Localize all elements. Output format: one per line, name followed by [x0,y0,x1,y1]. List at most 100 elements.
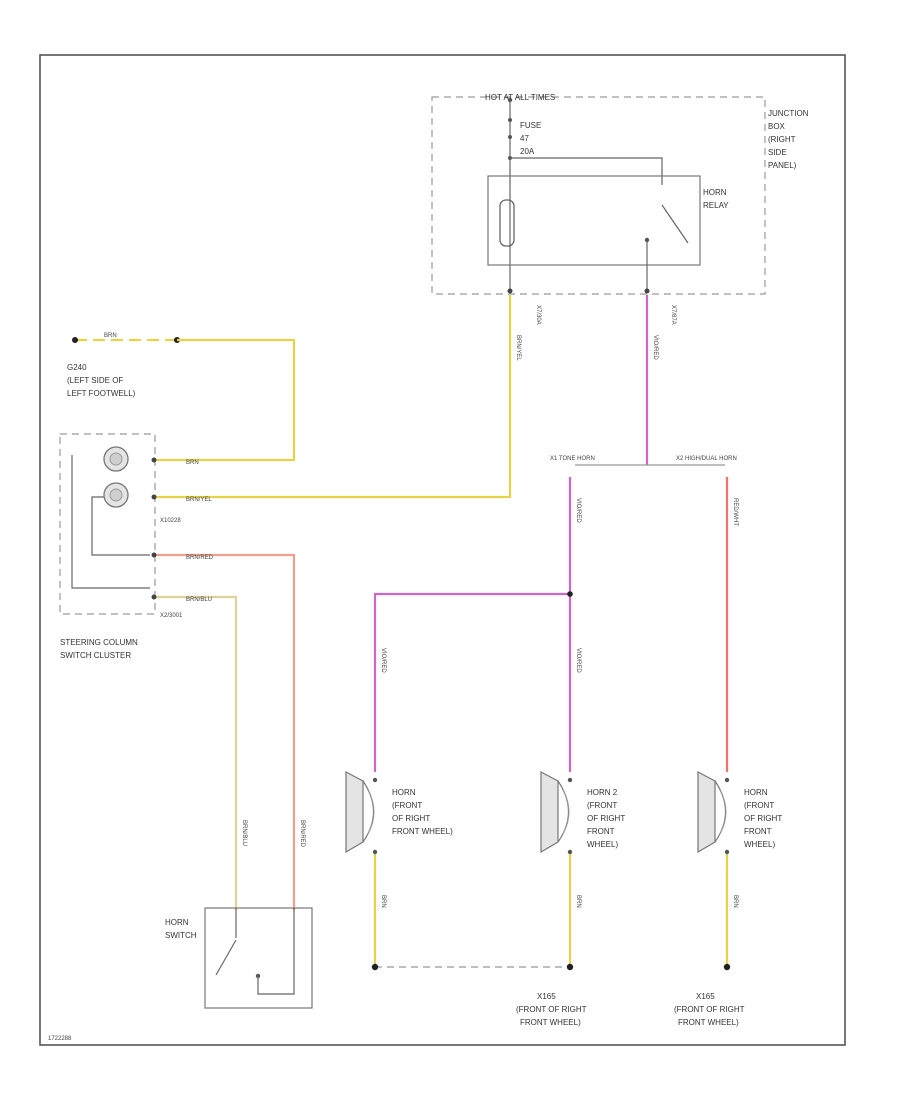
pin-left-label: X7/30A [535,305,541,325]
horn-right-label-4: FRONT [744,827,772,836]
cluster-switch-1-inner [109,452,123,466]
wire-label-vio-mid-top: VIO/RED [575,498,581,523]
horn-switch: HORN SWITCH [165,907,313,1009]
junction-box-label-2: BOX [768,122,786,131]
ground-right-label-2: (FRONT OF RIGHT [674,1005,745,1014]
horn-relay-label-2: RELAY [703,201,729,210]
horn-switch-arm [215,939,237,976]
junction-box-label-4: SIDE [768,148,787,157]
horn-left-label-3: OF RIGHT [392,814,430,823]
ground-mid-label-1: X165 [537,992,556,1001]
junction-box: HOT AT ALL TIMES FUSE 47 20A JUNCTION BO… [431,93,809,325]
cluster-wire-3-label: BRN/RED [186,555,214,561]
horn-switch-lead-right [257,908,295,995]
horn-switch-label-1: HORN [165,918,189,927]
ground-right-label-1: X165 [696,992,715,1001]
horn-relay-box [487,175,701,266]
horn-left: HORN (FRONT OF RIGHT FRONT WHEEL) [345,771,453,855]
cluster-pin-3 [151,552,157,558]
g240-label-3: LEFT FOOTWELL) [67,389,136,398]
horn-middle-label-1: HORN 2 [587,788,618,797]
cluster-wire-2-label: BRN/YEL [186,497,212,503]
ground-mid-label-3: FRONT WHEEL) [520,1018,581,1027]
wire-cluster-to-relay [156,295,512,499]
horn-right-body [714,780,726,843]
pin-right-label: X7/87A [670,305,676,325]
diagram-id: 1722288 [48,1036,72,1042]
junction-box-label-1: JUNCTION [768,109,809,118]
horn-middle-bell [540,771,559,854]
junction-box-label-3: (RIGHT [768,135,796,144]
ground-right-label-3: FRONT WHEEL) [678,1018,739,1027]
wire-cluster-to-horn-switch [156,595,238,910]
junction-box-outline [431,96,766,295]
pin-right-dot [644,288,650,294]
horn-right: HORN (FRONT OF RIGHT FRONT WHEEL) [697,771,782,855]
steering-column-switch-cluster: BRN BRN/YEL BRN/RED BRN/BLU X10228 X2/30… [59,433,214,660]
horn-left-label-4: FRONT WHEEL) [392,827,453,836]
hot-at-label: HOT AT ALL TIMES [485,93,555,102]
wire-label-gnd-c: BRN [732,895,738,908]
g240-label-1: G240 [67,363,87,372]
wire-label-vio-mid-bot: VIO/RED [575,648,581,673]
cluster-pin-2 [151,494,157,500]
cluster-inner-wire [91,496,150,556]
wire-label-sw-left: BRN/BLU [241,820,247,846]
wire-splice-to-left-horn [373,592,570,772]
fuse-label-2: 47 [520,134,529,143]
ground-dot-left [371,963,379,971]
horn-right-inner [719,789,727,835]
horn-middle-label-5: WHEEL) [587,840,618,849]
ground-dot-right [723,963,731,971]
horn-middle-pin-top [567,777,573,783]
cluster-outline [59,433,156,615]
horn-right-bell [697,771,716,854]
wire-label-gnd-a: BRN [380,895,386,908]
horn-left-label-2: (FRONT [392,801,422,810]
horn-left-inner [367,789,375,835]
cluster-label-1: STEERING COLUMN [60,638,138,647]
horn-left-body [362,780,374,843]
fuse-feed-dot-top [507,97,513,103]
pin-left-dot [507,288,513,294]
junction-box-label-5: PANEL) [768,161,797,170]
horn-right-label-2: (FRONT [744,801,774,810]
cluster-pin-1 [151,457,157,463]
wire-label-sw-right: BRN/RED [299,820,305,848]
fuse-dot-1 [508,118,512,122]
g240-wire-label: BRN [104,333,117,339]
horn-right-pin-top [724,777,730,783]
relay-feed-wire [510,157,663,185]
horn-right-label-3: OF RIGHT [744,814,782,823]
horn-switch-box [204,907,313,1009]
horn-left-pin-bot [372,849,378,855]
cluster-label-2: SWITCH CLUSTER [60,651,131,660]
wire-g240-to-cluster [156,338,296,462]
horn-switch-label-2: SWITCH [165,931,197,940]
relay-contact-dot [644,237,650,243]
wire-label-gnd-b: BRN [575,895,581,908]
ground-g240: BRN G240 (LEFT SIDE OF LEFT FOOTWELL) [67,333,180,398]
splice-left-label: X1 TONE HORN [550,456,595,462]
wire-label-red-right: RED/WHT [732,498,738,526]
splice-dot-mid [567,591,573,597]
horn-right-label-1: HORN [744,788,768,797]
cluster-conn-b-label: X2/3001 [160,613,183,619]
cluster-wire-4-label: BRN/BLU [186,597,212,603]
wire-cluster-to-switch-red [156,553,296,910]
cluster-conn-a-label: X10228 [160,518,181,524]
diagram-frame [39,54,846,1046]
cluster-switch-2-inner [109,488,123,502]
ground-dot-mid [566,963,574,971]
horn-left-pin-top [372,777,378,783]
horn-middle: HORN 2 (FRONT OF RIGHT FRONT WHEEL) [540,771,625,855]
relay-contact-arm [661,204,689,244]
wire-label-yel-top: BRN/YEL [515,335,521,361]
cluster-wire-1-label: BRN [186,460,199,466]
ground-mid-label-2: (FRONT OF RIGHT [516,1005,587,1014]
horn-relay-label-1: HORN [703,188,727,197]
fuse-label-3: 20A [520,147,535,156]
cluster-pin-4 [151,594,157,600]
horn-middle-inner [562,789,570,835]
